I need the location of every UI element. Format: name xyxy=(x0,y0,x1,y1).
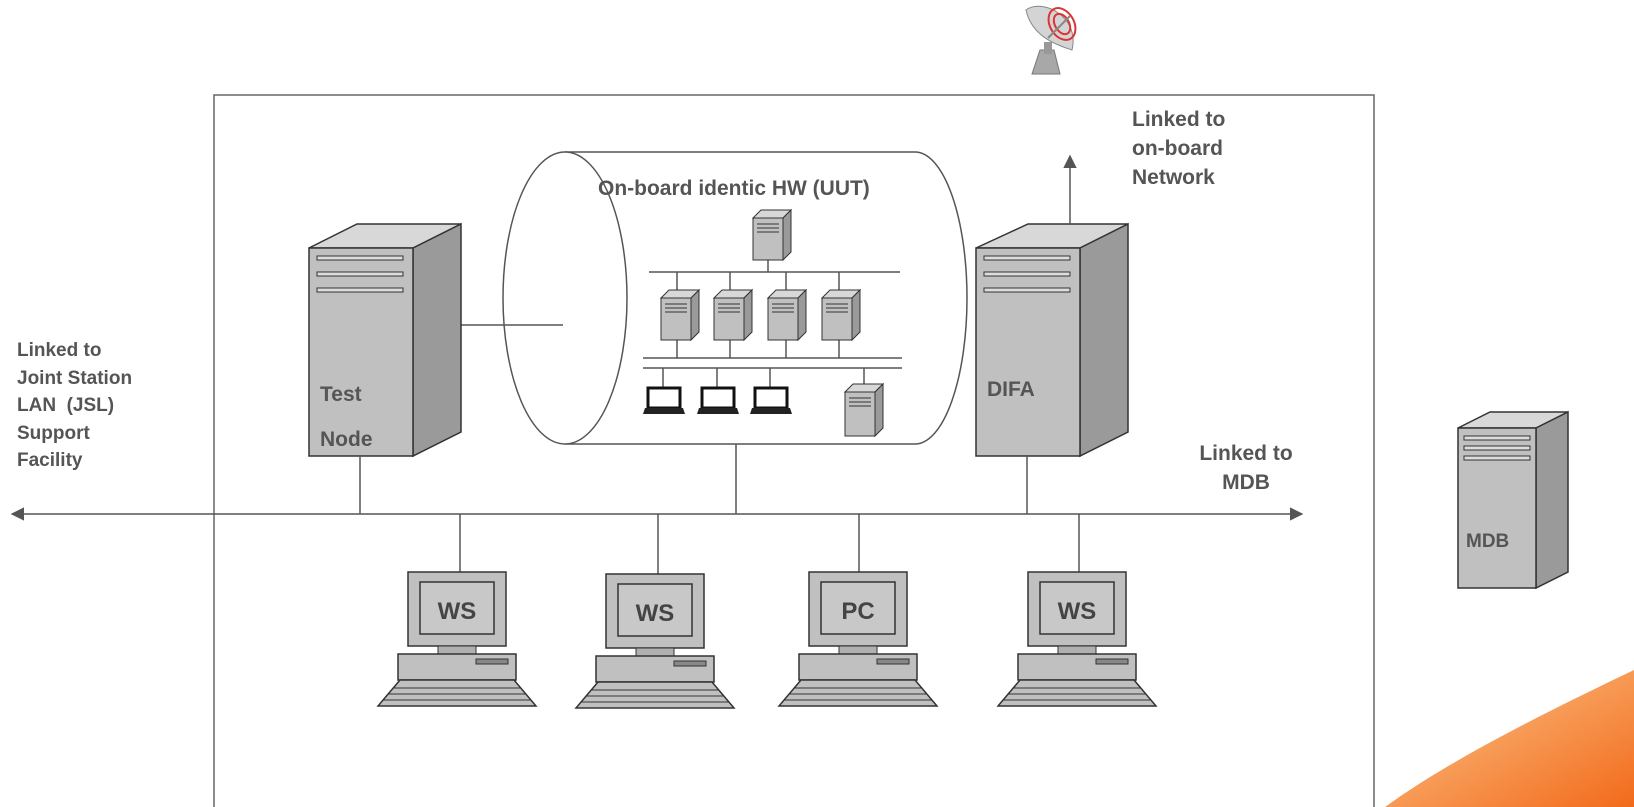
workstation-label-2: WS xyxy=(635,600,675,627)
workstation-icon xyxy=(996,571,1158,707)
jsl-link-line-1: Linked to xyxy=(17,340,102,361)
server-icon xyxy=(820,288,862,342)
test-node-line-1: Test xyxy=(320,383,362,406)
workstation-label-3: PC xyxy=(841,598,875,625)
workstation-icon xyxy=(376,571,538,707)
mdb-link-label: Linked to MDB xyxy=(1180,439,1312,497)
server-icon xyxy=(766,288,808,342)
jsl-link-line-2: Joint Station xyxy=(17,367,133,389)
jsl-link-line-5: Facility xyxy=(17,450,83,471)
laptop-icon xyxy=(643,386,685,414)
difa-label: DIFA xyxy=(987,378,1035,401)
mdb-label: MDB xyxy=(1466,531,1510,552)
server-icon xyxy=(712,288,754,342)
workstation-icon xyxy=(574,573,736,709)
server-icon xyxy=(751,208,793,262)
onboard-link-line-2: on-board xyxy=(1132,137,1223,160)
test-node-server-icon xyxy=(308,222,462,458)
jsl-link-line-4: Support xyxy=(17,422,90,444)
onboard-link-label: Linked to on-board Network xyxy=(1132,105,1225,192)
workstation-label-1: WS xyxy=(437,598,477,625)
uut-cylinder xyxy=(502,151,968,445)
mdb-link-line-1: Linked to xyxy=(1199,442,1293,465)
jsl-link-label: Linked to Joint Station LAN (JSL) Suppor… xyxy=(17,337,132,475)
jsl-link-line-3: LAN (JSL) xyxy=(17,395,115,416)
server-icon xyxy=(659,288,701,342)
test-node-line-2: Node xyxy=(320,428,373,451)
mdb-server-icon xyxy=(1457,410,1569,590)
workstation-icon xyxy=(777,571,939,707)
server-icon xyxy=(843,382,885,438)
decorative-swoosh xyxy=(1385,670,1634,807)
laptop-icon xyxy=(697,386,739,414)
uut-title: On-board identic HW (UUT) xyxy=(598,177,870,200)
workstation-label-4: WS xyxy=(1057,598,1097,625)
onboard-link-line-1: Linked to xyxy=(1132,108,1226,131)
laptop-icon xyxy=(750,386,792,414)
test-node-label: Test Node xyxy=(320,372,373,462)
onboard-link-line-3: Network xyxy=(1132,166,1215,189)
facility-frame xyxy=(213,94,1375,807)
satellite-dish-icon xyxy=(1025,5,1077,75)
mdb-link-line-2: MDB xyxy=(1222,471,1270,494)
difa-server-icon xyxy=(975,222,1129,458)
